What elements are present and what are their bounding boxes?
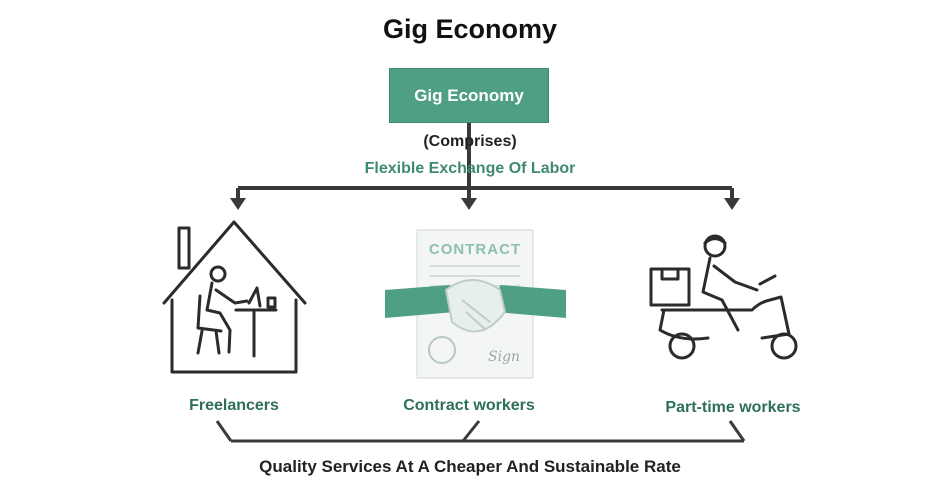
arrow-down-icon bbox=[461, 198, 477, 210]
category-label-part-time-workers: Part-time workers bbox=[665, 399, 801, 416]
contract-signature: Sign bbox=[488, 349, 520, 365]
relation-label: (Comprises) bbox=[423, 133, 517, 150]
delivery-scooter-icon bbox=[649, 234, 798, 360]
contract-document-title: CONTRACT bbox=[429, 241, 521, 258]
connector-lines bbox=[236, 123, 734, 200]
arrow-down-icon bbox=[230, 198, 246, 210]
arrow-down-icon bbox=[724, 198, 740, 210]
brace-lines bbox=[215, 420, 746, 443]
conclusion-text: Quality Services At A Cheaper And Sustai… bbox=[259, 457, 681, 476]
contract-handshake-icon: CONTRACT Sign bbox=[385, 229, 566, 379]
page-title: Gig Economy bbox=[382, 14, 558, 44]
arrow-heads bbox=[230, 198, 740, 210]
category-label-contract-workers: Contract workers bbox=[403, 397, 535, 414]
home-office-worker-icon bbox=[162, 220, 307, 374]
category-label-freelancers: Freelancers bbox=[189, 397, 279, 414]
subtitle: Flexible Exchange Of Labor bbox=[364, 160, 576, 177]
root-node: Gig Economy bbox=[389, 68, 549, 123]
